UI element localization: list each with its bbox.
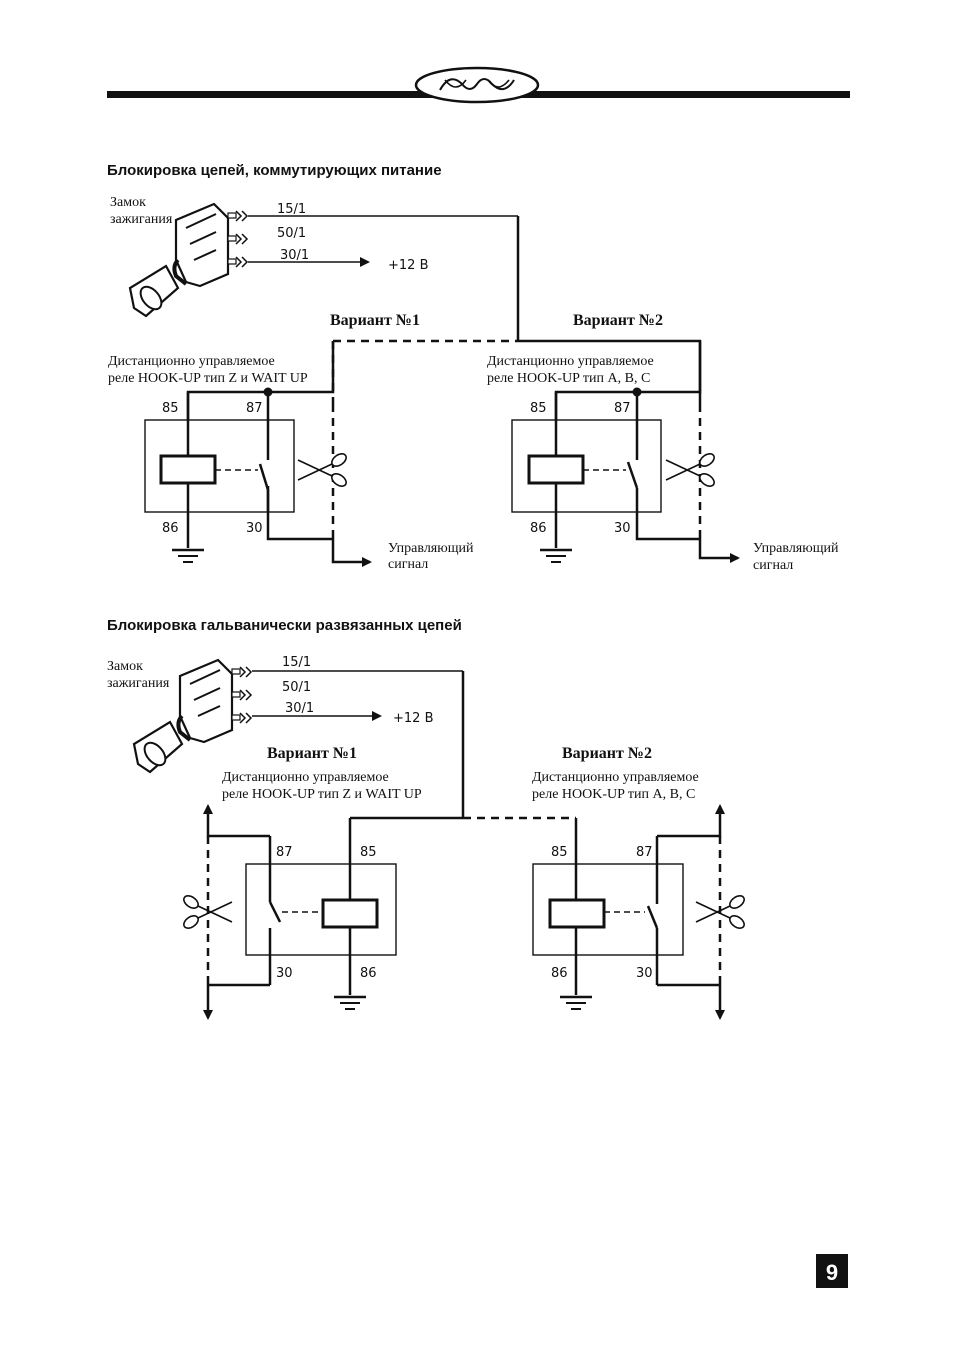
- scissors-icon: [297, 450, 350, 490]
- s1-variant1-title: Вариант №1: [330, 312, 420, 329]
- s2-v2-desc-line2: реле HOOK-UP тип A, B, C: [532, 787, 695, 802]
- s1-v2-desc-line2: реле HOOK-UP тип A, B, C: [487, 371, 650, 386]
- section2-title: Блокировка гальванически развязанных цеп…: [107, 617, 462, 634]
- s2-terminal-30-label: 30/1: [285, 701, 314, 716]
- s1-v2-pin85: 85: [530, 401, 547, 416]
- section1-title: Блокировка цепей, коммутирующих питание: [107, 162, 442, 179]
- s1-v1-pin30: 30: [246, 521, 263, 536]
- ground-icon: [332, 995, 368, 1011]
- s1-v1-pin86: 86: [162, 521, 179, 536]
- s2-v1-desc-line1: Дистанционно управляемое: [222, 770, 389, 785]
- s2-variant2-title: Вариант №2: [562, 745, 652, 762]
- ornament-icon: [414, 66, 540, 104]
- s2-terminal-15-label: 15/1: [282, 655, 311, 670]
- s1-v1-desc-line1: Дистанционно управляемое: [108, 354, 275, 369]
- s1-v1-out-line1: Управляющий: [388, 541, 474, 556]
- s1-variant1-relay: [144, 341, 372, 567]
- s2-supply-label: +12 В: [393, 711, 434, 726]
- s1-v2-out-line2: сигнал: [753, 558, 793, 573]
- s1-variant2-title: Вариант №2: [573, 312, 663, 329]
- s2-terminal-50-label: 50/1: [282, 680, 311, 695]
- s2-v1-desc-line2: реле HOOK-UP тип Z и WAIT UP: [222, 787, 422, 802]
- s2-v2-pin86: 86: [551, 966, 568, 981]
- page-number: 9: [826, 1260, 838, 1285]
- s2-variant1-relay: [180, 804, 397, 1020]
- s1-variant2-relay: [511, 341, 740, 564]
- s2-v1-pin30: 30: [276, 966, 293, 981]
- ground-icon: [558, 995, 594, 1011]
- s1-v1-pin87: 87: [246, 401, 263, 416]
- terminal-50-label: 50/1: [277, 226, 306, 241]
- s2-v1-pin87: 87: [276, 845, 293, 860]
- terminal-15-label: 15/1: [277, 202, 306, 217]
- s2-v1-pin85: 85: [360, 845, 377, 860]
- s2-variant1-title: Вариант №1: [267, 745, 357, 762]
- ground-icon: [538, 548, 574, 564]
- s2-v2-pin87: 87: [636, 845, 653, 860]
- s2-v2-pin85: 85: [551, 845, 568, 860]
- s1-v1-out-line2: сигнал: [388, 557, 428, 572]
- s2-ignition-label-line2: зажигания: [107, 676, 170, 691]
- ignition-label-line1: Замок: [110, 195, 146, 210]
- s1-v2-pin87: 87: [614, 401, 631, 416]
- ground-icon: [170, 548, 206, 564]
- supply-label: +12 В: [388, 258, 429, 273]
- s2-v2-pin30: 30: [636, 966, 653, 981]
- s1-v2-pin86: 86: [530, 521, 547, 536]
- scissors-icon: [665, 450, 718, 490]
- s2-variant2-relay: [532, 804, 748, 1020]
- terminal-30-label: 30/1: [280, 248, 309, 263]
- s2-ignition-label-line1: Замок: [107, 659, 143, 674]
- s2-v2-desc-line1: Дистанционно управляемое: [532, 770, 699, 785]
- s2-v1-pin86: 86: [360, 966, 377, 981]
- s1-v2-pin30: 30: [614, 521, 631, 536]
- s1-v2-desc-line1: Дистанционно управляемое: [487, 354, 654, 369]
- ignition-label-line2: зажигания: [110, 212, 173, 227]
- s1-v1-pin85: 85: [162, 401, 179, 416]
- s1-v2-out-line1: Управляющий: [753, 541, 839, 556]
- page-number-badge: [816, 1254, 848, 1288]
- s1-v1-desc-line2: реле HOOK-UP тип Z и WAIT UP: [108, 371, 308, 386]
